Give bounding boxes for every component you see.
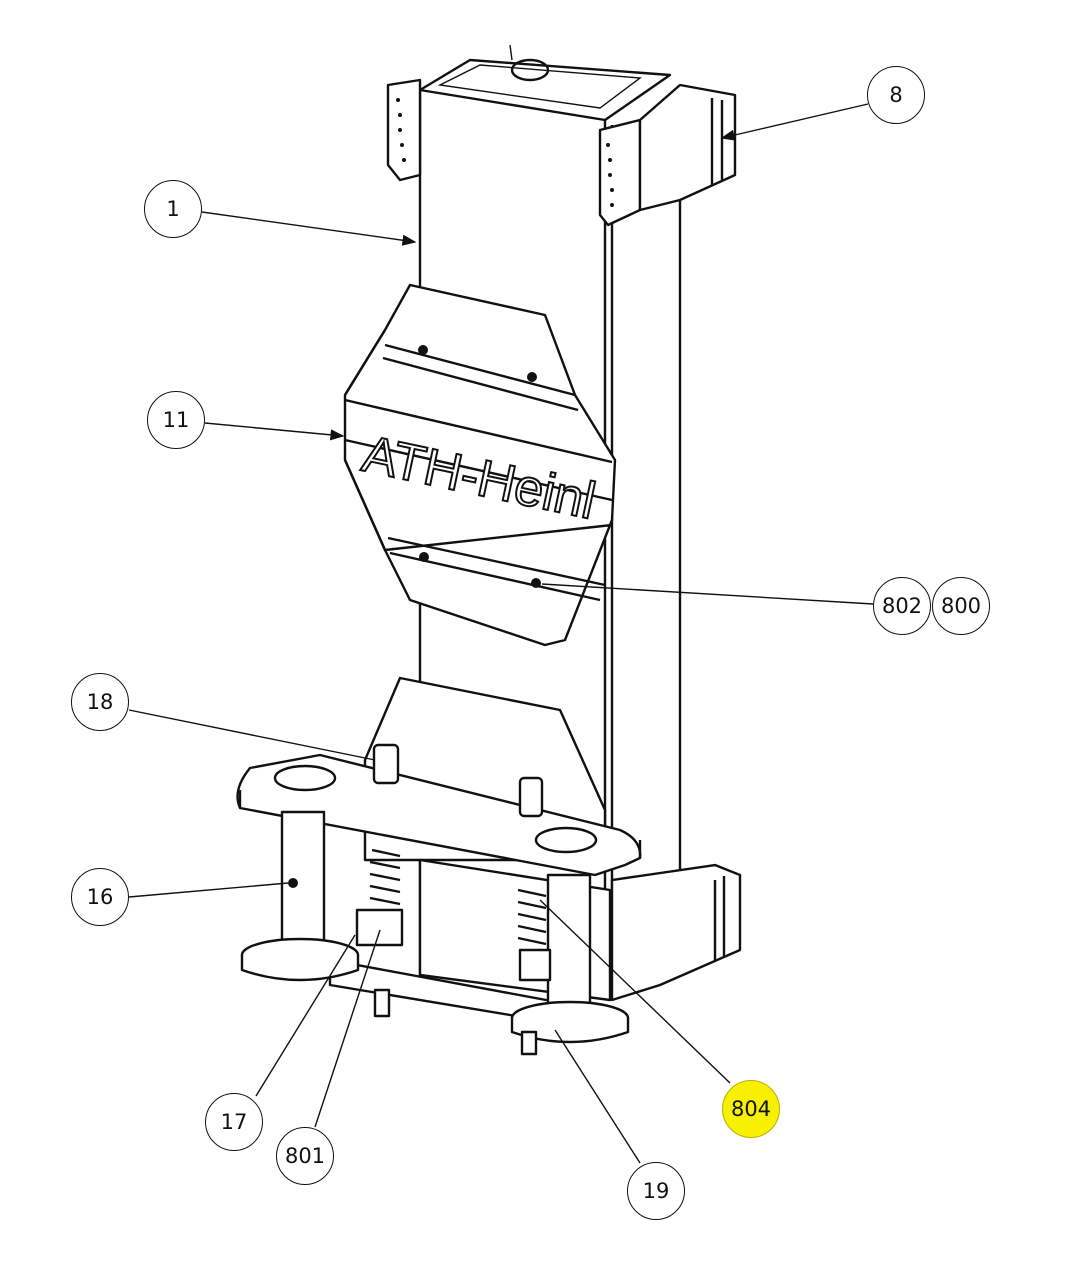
- callout-16: 16: [71, 868, 129, 926]
- logo-plate: ATH-Heinl: [343, 283, 617, 647]
- clamp-plate: [236, 743, 642, 877]
- leader-lines: [128, 103, 874, 1164]
- callout-18: 18: [71, 673, 129, 731]
- callout-11: 11: [147, 391, 205, 449]
- callout-19: 19: [627, 1162, 685, 1220]
- callout-802: 802: [873, 577, 931, 635]
- callout-17: 17: [205, 1093, 263, 1151]
- top-bracket: [386, 78, 737, 227]
- callout-804-highlighted: 804: [722, 1080, 780, 1138]
- posts: [240, 810, 630, 1056]
- callout-801: 801: [276, 1127, 334, 1185]
- callout-8: 8: [867, 66, 925, 124]
- callout-800: 800: [932, 577, 990, 635]
- spring-left: [369, 848, 401, 906]
- spring-right: [517, 888, 547, 946]
- callout-1: 1: [144, 180, 202, 238]
